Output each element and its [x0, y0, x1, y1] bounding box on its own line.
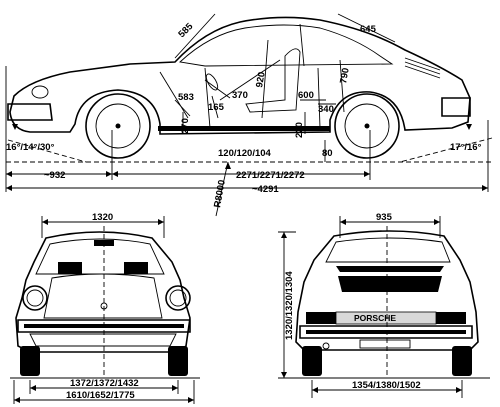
dim-rear-roof-width: 935 — [376, 212, 393, 223]
angle-rear: 17°/16° — [450, 142, 482, 153]
side-view — [6, 13, 493, 163]
dim-wheelbase: 2271/2271/2272 — [236, 170, 305, 181]
dim-920: 920 — [254, 71, 268, 89]
side-view-labels: 585 645 370 920 790 583 165 600 340 270 … — [6, 21, 482, 159]
dim-370: 370 — [232, 90, 248, 101]
dim-overall-width: 1610/1652/1775 — [66, 390, 135, 401]
dim-790: 790 — [338, 67, 352, 85]
angle-front: 16°/14°/30° — [6, 142, 55, 153]
dim-600: 600 — [298, 90, 314, 101]
rear-view-dimensions: 935 1320/1320/1304 1354/1380/1502 — [278, 212, 463, 398]
front-view-dimensions: 1320 1372/1372/1432 1610/1652/1775 — [13, 212, 195, 404]
dim-585: 585 — [176, 21, 195, 40]
rear-badge: PORSCHE — [354, 313, 396, 323]
dim-overall-length: ~4291 — [252, 184, 279, 195]
rear-view: PORSCHE — [290, 226, 490, 379]
dim-ground-clearance: 120/120/104 — [218, 148, 272, 159]
dim-80: 80 — [322, 148, 333, 159]
dim-220: 220 — [294, 122, 305, 138]
dim-height: 1320/1320/1304 — [284, 271, 295, 340]
dim-340: 340 — [318, 104, 334, 115]
dim-270: 270 — [180, 118, 191, 134]
dim-roof-width: 1320 — [92, 212, 113, 223]
dim-front-track: 1372/1372/1432 — [70, 378, 139, 389]
dim-front-overhang: ~932 — [44, 170, 65, 181]
dim-165: 165 — [208, 102, 225, 113]
dim-rear-track: 1354/1380/1502 — [352, 380, 421, 391]
dim-583: 583 — [178, 92, 194, 103]
length-dimensions: ~932 2271/2271/2272 ~4291 R8000 — [5, 66, 489, 217]
dim-turning-radius: R8000 — [212, 179, 228, 208]
front-view — [10, 226, 200, 379]
dim-645: 645 — [360, 24, 377, 35]
